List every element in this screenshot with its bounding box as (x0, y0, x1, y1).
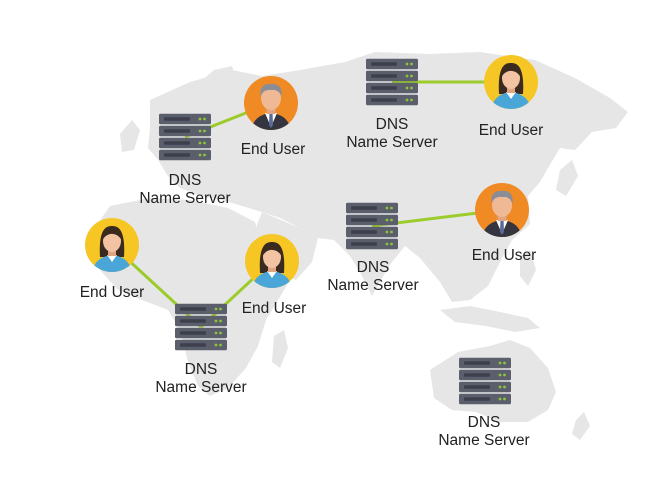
dns-label-line1: DNS (467, 414, 501, 431)
user-russia-label: End User (478, 122, 544, 139)
server-rack-icon (159, 113, 211, 161)
male-avatar-icon (475, 183, 529, 237)
server-rack-icon (346, 202, 398, 250)
server-rack-icon (459, 357, 511, 405)
female-avatar-icon (85, 218, 139, 272)
madagascar-landmass (272, 330, 288, 368)
dns-label-line2: Name Server (438, 432, 530, 449)
dns-label-line1: DNS (168, 172, 202, 189)
dns-label-line1: DNS (375, 116, 409, 133)
server-rack-icon (175, 303, 227, 351)
japan-landmass (556, 160, 578, 196)
dns-russia-label: DNS Name Server (333, 116, 451, 152)
user-africa-east-label: End User (241, 300, 307, 317)
dns-label-line2: Name Server (327, 277, 419, 294)
server-rack-icon (366, 58, 418, 106)
philippines-landmass (520, 250, 536, 286)
female-avatar-icon (484, 55, 538, 109)
dns-label-line1: DNS (356, 259, 390, 276)
dns-africa-label: DNS Name Server (142, 361, 260, 397)
new-zealand-landmass (572, 412, 590, 440)
africa-landmass (92, 198, 290, 396)
australia-landmass (430, 340, 556, 422)
male-avatar-icon (244, 76, 298, 130)
britain-landmass (120, 120, 140, 152)
dns-asia-label: DNS Name Server (314, 259, 432, 295)
user-europe-label: End User (240, 141, 306, 158)
dns-label-line2: Name Server (139, 190, 231, 207)
female-avatar-icon (245, 234, 299, 288)
dns-australia-label: DNS Name Server (425, 414, 543, 450)
indonesia-landmass (440, 306, 540, 332)
dns-servers (159, 58, 511, 405)
end-users (85, 55, 538, 288)
user-asia-label: End User (471, 247, 537, 264)
dns-europe-label: DNS Name Server (126, 172, 244, 208)
scandinavia-landmass (196, 66, 238, 112)
dns-label-line2: Name Server (155, 379, 247, 396)
user-africa-west-label: End User (79, 284, 145, 301)
dns-label-line2: Name Server (346, 134, 438, 151)
dns-label-line1: DNS (184, 361, 218, 378)
